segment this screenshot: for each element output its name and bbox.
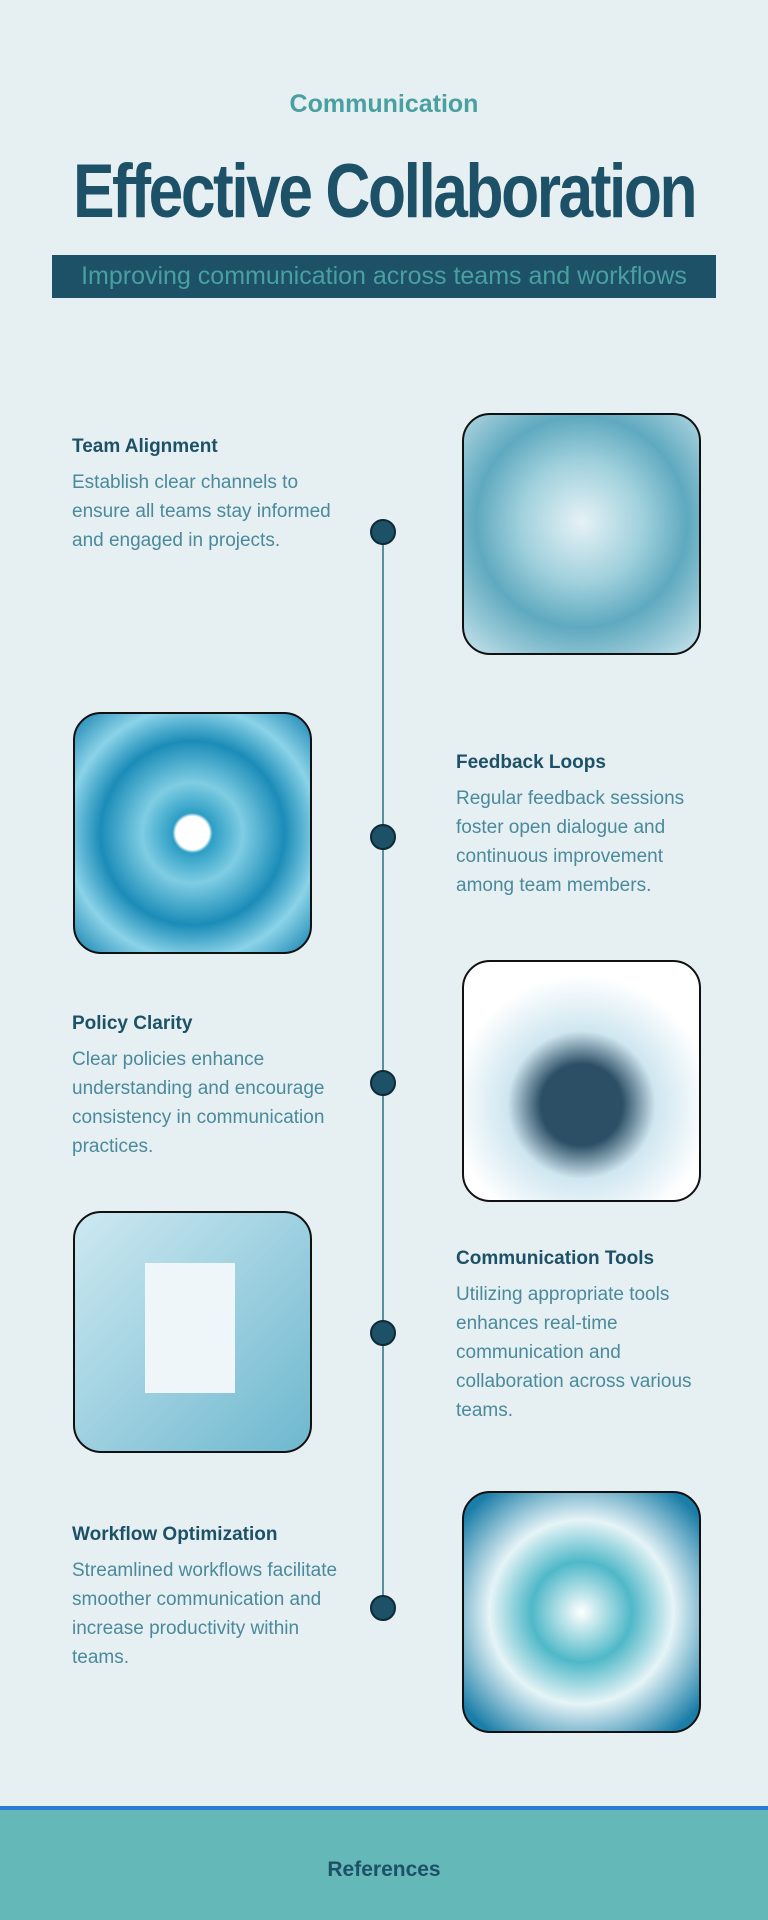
timeline-dot — [370, 1070, 396, 1096]
team-alignment-image — [462, 413, 701, 655]
item-title: Team Alignment — [72, 436, 218, 457]
feedback-loops-image — [73, 712, 312, 954]
footer: References — [0, 1806, 768, 1920]
timeline-dot — [370, 1320, 396, 1346]
timeline-dot — [370, 1595, 396, 1621]
item-title: Communication Tools — [456, 1248, 655, 1269]
item-title: Policy Clarity — [72, 1013, 193, 1034]
timeline-dot — [370, 824, 396, 850]
item-text: Establish clear channels to ensure all t… — [72, 472, 331, 551]
references-link[interactable]: References — [327, 1858, 441, 1881]
item-text: Streamlined workflows facilitate smoothe… — [72, 1560, 338, 1668]
item-title: Workflow Optimization — [72, 1524, 278, 1545]
item-text: Regular feedback sessions foster open di… — [456, 788, 685, 896]
item-text: Utilizing appropriate tools enhances rea… — [456, 1284, 692, 1421]
communication-tools-image — [73, 1211, 312, 1453]
item-text: Clear policies enhance understanding and… — [72, 1049, 325, 1157]
timeline-dot — [370, 519, 396, 545]
policy-clarity-image — [462, 960, 701, 1202]
subtitle-banner: Improving communication across teams and… — [52, 255, 716, 298]
kicker: Communication — [289, 90, 479, 118]
workflow-optimization-image — [462, 1491, 701, 1733]
item-title: Feedback Loops — [456, 752, 606, 773]
page-title: Effective Collaboration — [72, 149, 698, 234]
